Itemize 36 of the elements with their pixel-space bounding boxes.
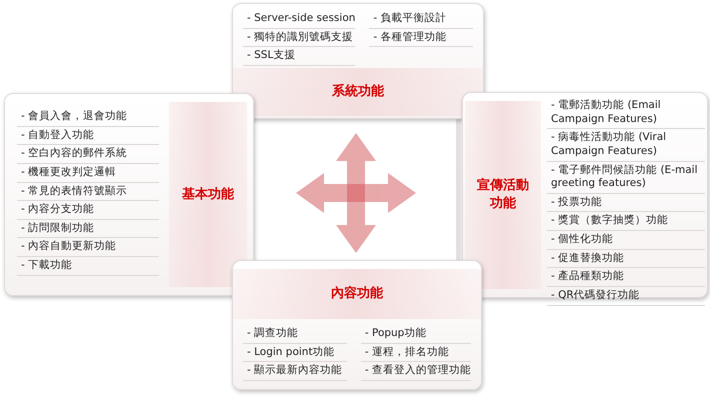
feature-item: - 病毒性活動功能 (Viral Campaign Features) xyxy=(547,129,705,162)
feature-item: - Server-side session xyxy=(243,10,356,29)
feature-item: - Popup功能 xyxy=(360,325,471,344)
feature-item: - 機種更改判定邏輯 xyxy=(17,164,159,183)
feature-item: - Login point功能 xyxy=(243,344,347,362)
feature-item: - 常見的表情符號顯示 xyxy=(17,182,159,202)
feature-item: - 個性化功能 xyxy=(547,231,705,250)
feature-item: - 會員入會，退會功能 xyxy=(17,108,159,127)
panel-heading: 宣傳活動功能 xyxy=(476,177,530,213)
feature-item: - 查看登入的管理功能 xyxy=(360,362,471,381)
feature-item: - SSL支援 xyxy=(243,47,356,66)
feature-item: - 內容自動更新功能 xyxy=(17,238,159,258)
feature-item: - 內容分支功能 xyxy=(17,201,159,220)
feature-panel xyxy=(4,93,254,296)
feature-item: - 空白內容的郵件系統 xyxy=(17,145,159,164)
feature-item: - 產品種類功能 xyxy=(547,268,705,288)
feature-panel xyxy=(232,260,482,390)
feature-item: - 投票功能 xyxy=(547,194,705,212)
panel-heading: 內容功能 xyxy=(331,285,383,303)
feature-item: - 電郵活動功能 (Email Campaign Features) xyxy=(547,97,705,130)
panel-heading: 基本功能 xyxy=(182,186,234,204)
feature-item: - 調查功能 xyxy=(243,325,347,344)
feature-item: - 訪問限制功能 xyxy=(17,220,159,238)
feature-item: - 促進替換功能 xyxy=(547,250,705,268)
feature-item: - 自動登入功能 xyxy=(17,126,159,146)
feature-item: - 獨特的識別號碼支援 xyxy=(243,28,356,48)
feature-item: - 電子郵件問候語功能 (E-mail greeting features) xyxy=(547,162,705,194)
feature-panel xyxy=(232,3,484,119)
feature-item: - 負載平衡設計 xyxy=(369,10,473,29)
feature-item: - QR代碼發行功能 xyxy=(547,287,705,306)
feature-item: - 下載功能 xyxy=(17,257,159,276)
feature-item: - 各種管理功能 xyxy=(369,28,473,48)
panel-heading: 系統功能 xyxy=(332,83,384,101)
feature-item: - 運程，排名功能 xyxy=(360,344,471,362)
feature-item: - 獎賞（數字抽獎）功能 xyxy=(547,212,705,232)
feature-item: - 顯示最新內容功能 xyxy=(243,362,347,381)
